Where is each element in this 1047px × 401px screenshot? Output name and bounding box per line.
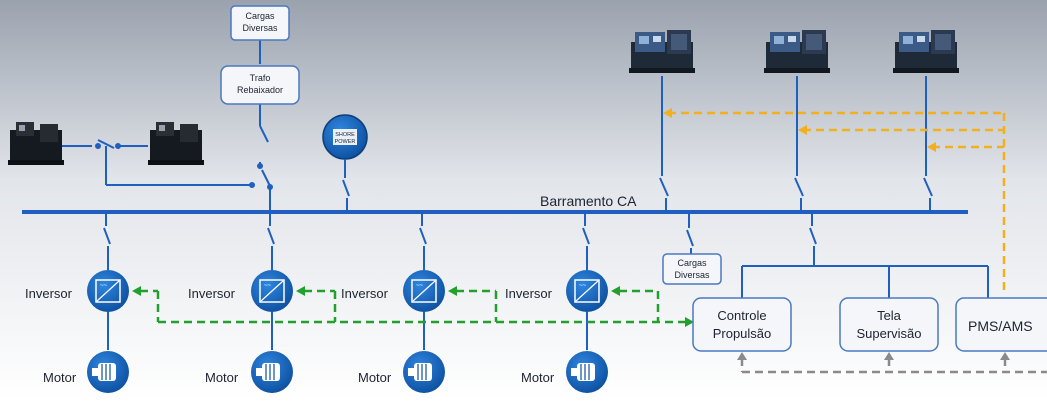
inverter-label-3: Inversor bbox=[341, 286, 389, 301]
inverter-label-4: Inversor bbox=[505, 286, 553, 301]
propulsion-control-box bbox=[692, 297, 792, 352]
propulsion-control-lines bbox=[140, 289, 688, 324]
inverter-4: ~~ bbox=[566, 270, 608, 312]
inverter-2: ~~ bbox=[251, 270, 293, 312]
motor-icon-4 bbox=[566, 351, 608, 393]
motor-icon-1 bbox=[87, 351, 129, 393]
motor-icon-3 bbox=[403, 351, 445, 393]
motor-label-2: Motor bbox=[205, 370, 239, 385]
motor-label-1: Motor bbox=[43, 370, 77, 385]
transformer-line1: Trafo bbox=[250, 73, 271, 83]
pms-control-lines bbox=[668, 111, 1006, 294]
transformer-box bbox=[220, 65, 300, 105]
propulsion-control-line1: Controle bbox=[717, 308, 766, 323]
supervision-screen-box bbox=[839, 297, 939, 352]
shore-power-line1: SHORE bbox=[335, 132, 355, 138]
mid-loads-line2: Diversas bbox=[674, 270, 710, 280]
top-loads-box bbox=[230, 5, 290, 41]
transformer-line2: Rebaixador bbox=[237, 85, 283, 95]
inverter-label-2: Inversor bbox=[188, 286, 236, 301]
top-loads-line1: Cargas bbox=[245, 11, 275, 21]
inverter-1: ~~ bbox=[87, 270, 129, 312]
control-distribution bbox=[741, 212, 989, 298]
svg-text:~~: ~~ bbox=[264, 283, 272, 289]
genset-icon-2 bbox=[764, 30, 830, 73]
genset-feeders bbox=[659, 76, 933, 212]
motor-label-4: Motor bbox=[521, 370, 555, 385]
mid-loads-line1: Cargas bbox=[677, 258, 707, 268]
mid-loads-box bbox=[662, 253, 722, 285]
motor-label-3: Motor bbox=[358, 370, 392, 385]
inverter-3: ~~ bbox=[403, 270, 445, 312]
svg-text:~~: ~~ bbox=[579, 283, 587, 289]
genset-icon-3 bbox=[893, 30, 959, 73]
top-loads-line2: Diversas bbox=[242, 23, 278, 33]
ac-bus-label: Barramento CA bbox=[540, 193, 637, 209]
inverter-label-1: Inversor bbox=[25, 286, 73, 301]
pms-ams-label: PMS/AMS bbox=[968, 318, 1033, 334]
genset-icon-1 bbox=[629, 30, 695, 73]
pms-ams-box bbox=[955, 297, 1047, 352]
shore-power-line2: POWER bbox=[335, 139, 356, 145]
propulsion-control-line2: Propulsão bbox=[713, 326, 772, 341]
motor-icon-2 bbox=[251, 351, 293, 393]
shore-gen-connection bbox=[62, 139, 252, 186]
inverter-feeders bbox=[103, 212, 590, 270]
svg-text:~~: ~~ bbox=[100, 283, 108, 289]
supervision-screen-line1: Tela bbox=[877, 308, 902, 323]
supervision-screen-line2: Supervisão bbox=[856, 326, 921, 341]
data-network-line bbox=[740, 358, 1047, 374]
svg-text:~~: ~~ bbox=[416, 283, 424, 289]
